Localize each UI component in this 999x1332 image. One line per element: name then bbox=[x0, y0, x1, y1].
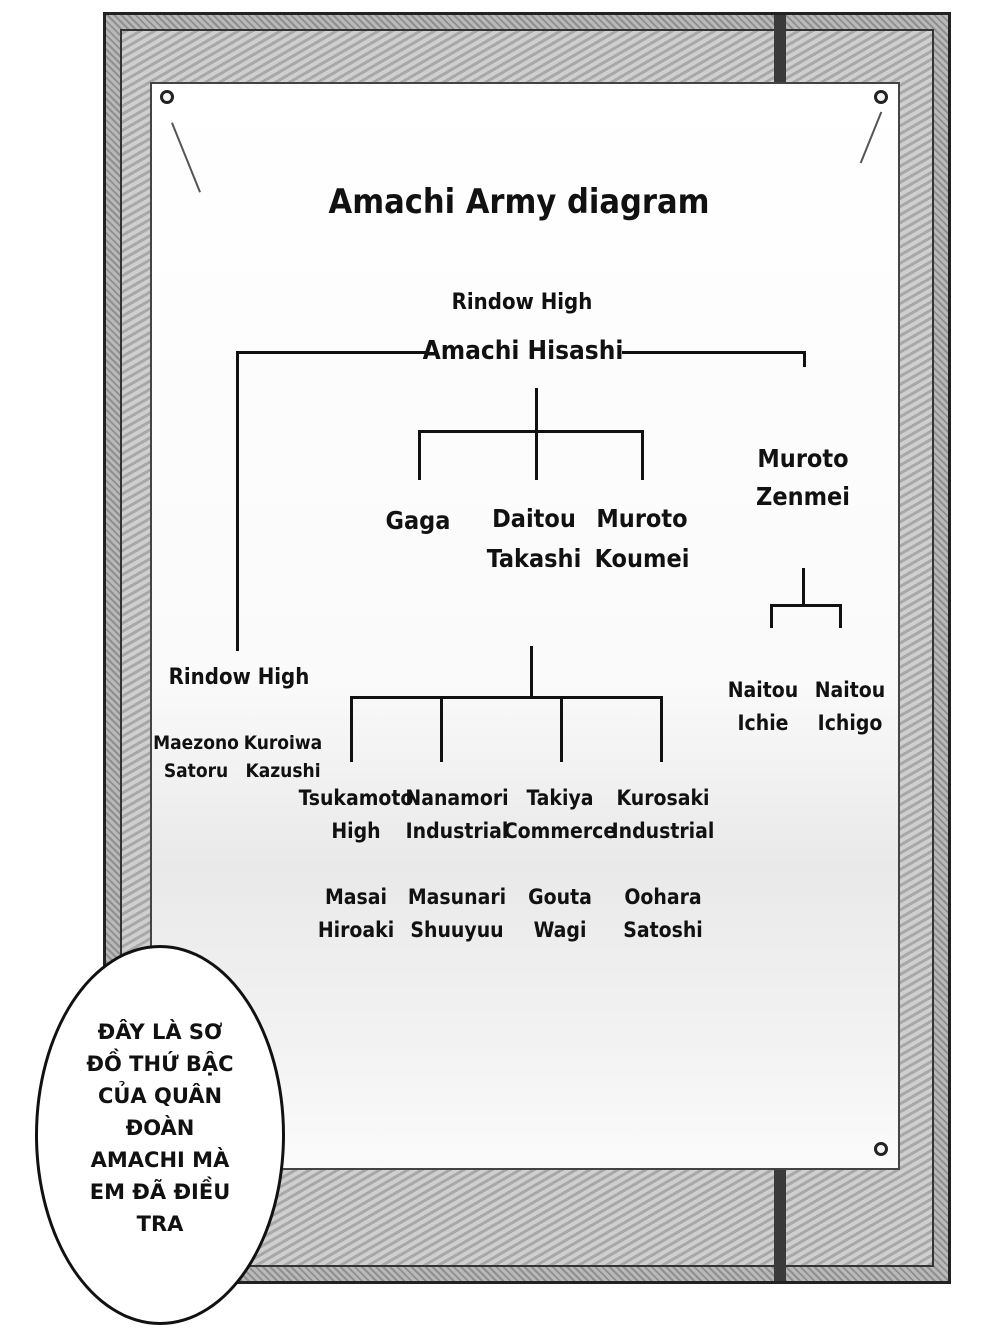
connector-line bbox=[418, 430, 421, 480]
connector-line bbox=[560, 696, 563, 762]
connector-line bbox=[236, 351, 239, 651]
speech-bubble bbox=[35, 945, 285, 1325]
connector-line bbox=[418, 430, 644, 433]
connector-line bbox=[622, 351, 806, 354]
middle-member-name: Daitou bbox=[492, 504, 576, 533]
speech-line: TRA bbox=[136, 1212, 184, 1236]
connector-line bbox=[350, 696, 353, 762]
school-leader-name: Oohara bbox=[624, 885, 702, 909]
middle-member-name: Gaga bbox=[385, 506, 451, 535]
school-leader-name: Wagi bbox=[533, 918, 587, 942]
speech-line: EM ĐÃ ĐIỀU bbox=[89, 1180, 231, 1204]
speech-line: ĐÂY LÀ SƠ bbox=[97, 1020, 223, 1044]
speech-line: CỦA QUÂN bbox=[97, 1084, 223, 1108]
school-label: Tsukamoto bbox=[298, 786, 414, 810]
connector-line bbox=[530, 646, 533, 698]
connector-line bbox=[803, 351, 806, 367]
right-leader-name: Zenmei bbox=[756, 482, 850, 511]
school-leader-name: Satoshi bbox=[623, 918, 703, 942]
speech-bubble-text: ĐÂY LÀ SƠ ĐỒ THỨ BẬC CỦA QUÂN ĐOÀN AMACH… bbox=[70, 1016, 250, 1240]
connector-line bbox=[350, 696, 663, 699]
connector-line bbox=[802, 568, 805, 606]
connector-line bbox=[770, 604, 842, 607]
school-label: Industrial bbox=[405, 819, 509, 843]
school-label: High bbox=[331, 819, 381, 843]
speech-line: ĐOÀN bbox=[125, 1116, 195, 1140]
connector-line bbox=[236, 351, 426, 354]
right-leader-name: Muroto bbox=[757, 444, 849, 473]
school-label: Nanamori bbox=[405, 786, 509, 810]
middle-member-name: Takashi bbox=[486, 544, 582, 573]
connector-line bbox=[440, 696, 443, 762]
speech-line: AMACHI MÀ bbox=[90, 1148, 230, 1172]
connector-line bbox=[770, 604, 773, 628]
right-member-name: Naitou bbox=[814, 678, 886, 702]
school-label: Industrial bbox=[611, 819, 715, 843]
connector-line bbox=[839, 604, 842, 628]
school-leader-name: Hiroaki bbox=[317, 918, 395, 942]
connector-line bbox=[535, 388, 538, 432]
middle-member-name: Muroto bbox=[596, 504, 688, 533]
school-label: Commerce bbox=[503, 819, 617, 843]
diagram-title: Amachi Army diagram bbox=[328, 182, 710, 222]
school-leader-name: Masai bbox=[324, 885, 388, 909]
left-school-label: Rindow High bbox=[168, 665, 310, 690]
left-member-name: Kazushi bbox=[245, 760, 321, 782]
left-member-name: Maezono bbox=[153, 732, 239, 754]
pin-icon bbox=[874, 1142, 888, 1156]
top-leader-name: Amachi Hisashi bbox=[422, 336, 624, 366]
school-label: Takiya bbox=[526, 786, 594, 810]
diagram-poster bbox=[150, 82, 900, 1170]
school-leader-name: Gouta bbox=[528, 885, 592, 909]
right-member-name: Naitou bbox=[727, 678, 799, 702]
pin-icon bbox=[160, 90, 174, 104]
school-label: Kurosaki bbox=[616, 786, 710, 810]
connector-line bbox=[535, 430, 538, 480]
school-leader-name: Masunari bbox=[407, 885, 507, 909]
connector-line bbox=[660, 696, 663, 762]
top-school-label: Rindow High bbox=[451, 290, 593, 315]
right-member-name: Ichie bbox=[737, 711, 789, 735]
connector-line bbox=[641, 430, 644, 480]
pin-icon bbox=[874, 90, 888, 104]
school-leader-name: Shuuyuu bbox=[410, 918, 504, 942]
left-member-name: Kuroiwa bbox=[243, 732, 323, 754]
right-member-name: Ichigo bbox=[817, 711, 883, 735]
left-member-name: Satoru bbox=[163, 760, 229, 782]
middle-member-name: Koumei bbox=[594, 544, 690, 573]
speech-line: ĐỒ THỨ BẬC bbox=[86, 1052, 234, 1076]
